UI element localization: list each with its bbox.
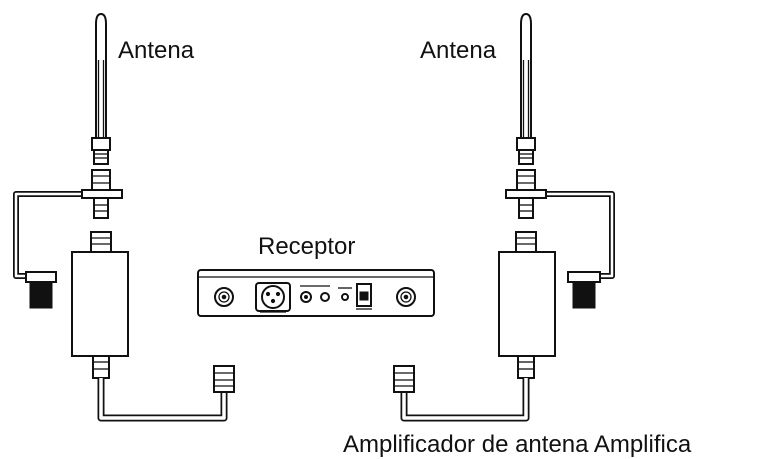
right-antenna [516, 12, 536, 165]
left-mounting-bracket [13, 189, 123, 309]
receiver-label: Receptor [258, 233, 355, 260]
left-antenna [91, 12, 111, 165]
right-coax-cable [393, 365, 530, 422]
left-bnc-feedthrough [91, 169, 111, 219]
left-antenna-amplifier [71, 231, 129, 379]
right-bnc-feedthrough [516, 169, 536, 219]
right-antenna-amplifier [498, 231, 556, 379]
right-mounting-bracket [505, 189, 615, 309]
antenna-left-label: Antena [118, 37, 195, 64]
receiver-unit [197, 269, 435, 317]
left-coax-cable [97, 365, 235, 422]
amplifier-label: Amplificador de antena Amplifica [343, 431, 692, 458]
antenna-right-label: Antena [420, 37, 497, 64]
